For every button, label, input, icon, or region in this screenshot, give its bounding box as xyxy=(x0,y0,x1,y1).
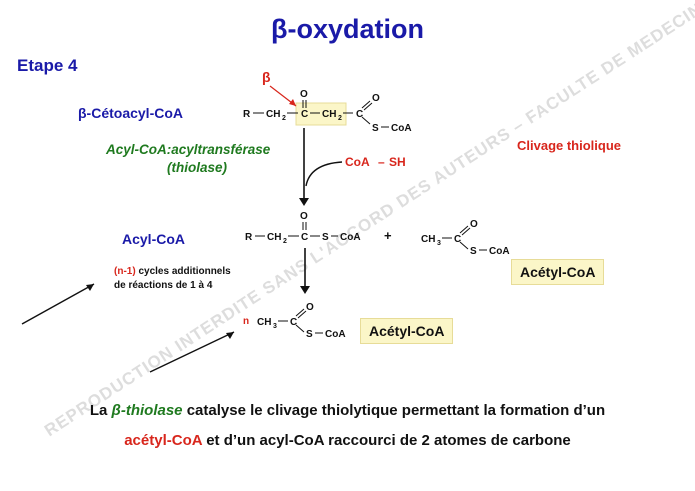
coa-sh-label: CoA – SH xyxy=(345,155,406,169)
svg-text:C: C xyxy=(301,232,308,243)
acetyl-count-n: n xyxy=(243,316,249,327)
cycles-text-1: cycles additionnels xyxy=(135,266,231,277)
svg-text:R: R xyxy=(245,232,253,243)
coa-sh-input-arrow xyxy=(305,161,343,187)
svg-text:S: S xyxy=(470,246,477,257)
reaction-type-label: Clivage thiolique xyxy=(517,138,622,153)
svg-text:O: O xyxy=(300,89,308,100)
cycles-note: (n-1) cycles additionnels de réactions d… xyxy=(114,265,231,293)
reaction-arrow-2-head xyxy=(300,286,310,294)
enzyme-name: Acyl-CoA:acyltransférase xyxy=(106,142,271,157)
svg-text:C: C xyxy=(356,109,363,120)
beta-marker: β xyxy=(262,69,271,85)
acyl-coa-formula: R CH 2 C O S CoA xyxy=(245,211,361,245)
svg-text:CH: CH xyxy=(322,109,336,120)
svg-text:2: 2 xyxy=(283,238,287,245)
summary-line-2: acétyl-CoA et d’un acyl-CoA raccourci de… xyxy=(0,432,695,449)
svg-text:CH: CH xyxy=(267,232,281,243)
svg-text:O: O xyxy=(372,93,380,104)
pointer-arrow-2 xyxy=(149,331,235,373)
svg-text:2: 2 xyxy=(282,115,286,122)
cycles-text-2: de réactions de 1 à 4 xyxy=(114,280,213,291)
svg-text:2: 2 xyxy=(338,115,342,122)
svg-text:CoA: CoA xyxy=(325,329,346,340)
product-acyl-coa-name: Acyl-CoA xyxy=(122,231,186,247)
cycles-count: (n-1) xyxy=(114,266,136,277)
svg-text:O: O xyxy=(306,302,314,313)
summary-thiolase: β-thiolase xyxy=(111,402,183,419)
acetyl-coa-box-2: Acétyl-CoA xyxy=(360,318,454,344)
svg-text:S: S xyxy=(322,232,329,243)
svg-text:3: 3 xyxy=(437,240,441,247)
svg-text:CoA: CoA xyxy=(340,232,361,243)
step-label: Etape 4 xyxy=(17,56,78,75)
pointer-arrow-1 xyxy=(21,283,95,325)
svg-text:O: O xyxy=(300,211,308,222)
svg-text:SH: SH xyxy=(389,155,406,169)
page-title: β-oxydation xyxy=(271,14,424,44)
summary-line-1: La β-thiolase catalyse le clivage thioly… xyxy=(0,402,695,419)
svg-text:CH: CH xyxy=(266,109,280,120)
substrate-name: β-Cétoacyl-CoA xyxy=(78,105,183,121)
summary-acetyl-coa: acétyl-CoA xyxy=(124,432,203,449)
svg-text:CoA: CoA xyxy=(489,246,510,257)
svg-text:O: O xyxy=(470,219,478,230)
summary-text-1c: catalyse le clivage thiolytique permetta… xyxy=(182,402,606,419)
svg-text:C: C xyxy=(301,109,308,120)
acetyl-coa-formula-2: CH 3 C O S CoA xyxy=(257,302,346,340)
acetyl-coa-box-1: Acétyl-CoA xyxy=(511,259,605,285)
summary-text-1a: La xyxy=(89,402,112,419)
summary-text-2b: et d’un acyl-CoA raccourci de 2 atomes d… xyxy=(202,432,571,449)
svg-text:C: C xyxy=(454,234,461,245)
plus-sign: + xyxy=(384,228,392,243)
svg-text:R: R xyxy=(243,109,251,120)
svg-text:CH: CH xyxy=(421,234,435,245)
svg-text:CH: CH xyxy=(257,317,271,328)
enzyme-alias: (thiolase) xyxy=(167,160,228,175)
svg-text:–: – xyxy=(378,155,385,169)
reaction-arrow-1-head xyxy=(299,198,309,206)
beta-pointer-head xyxy=(289,99,296,106)
acetyl-coa-formula-1: CH 3 C O S CoA xyxy=(421,219,510,257)
pointer-arrow-1-head xyxy=(86,284,94,291)
substrate-formula: R CH 2 C O CH 2 C O S CoA xyxy=(243,89,412,134)
svg-text:S: S xyxy=(372,123,379,134)
svg-text:S: S xyxy=(306,329,313,340)
svg-text:CoA: CoA xyxy=(345,155,370,169)
svg-text:C: C xyxy=(290,317,297,328)
cleavage-highlight xyxy=(295,102,347,126)
svg-text:3: 3 xyxy=(273,323,277,330)
svg-text:CoA: CoA xyxy=(391,123,412,134)
pointer-arrow-2-head xyxy=(226,332,234,339)
